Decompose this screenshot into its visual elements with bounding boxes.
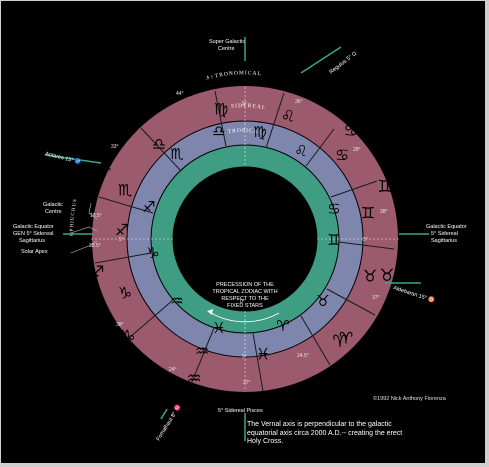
copyright-text: ©1992 Nick Anthony Fiorenza <box>373 396 446 402</box>
inner-zero-label: 0° <box>240 299 245 305</box>
fomalhaut-label: Fomalhaut 8° ♓ <box>155 403 183 442</box>
capricorn-icon: ♑ <box>118 284 132 303</box>
astronomical-label: ASTRONOMICAL <box>205 70 262 82</box>
leader-lines <box>70 202 98 254</box>
sagittarius-icon: ♐ <box>89 263 104 283</box>
sagittarius-icon: ♐ <box>115 221 129 240</box>
degree-label: 37° <box>372 295 380 301</box>
super-galactic-label: Super Galactic <box>209 39 245 45</box>
gemini-icon: ♊ <box>377 177 392 197</box>
aries-icon: ♈ <box>339 329 353 348</box>
libra-icon: ♎ <box>212 122 225 140</box>
galactic-centre-label: Centre <box>45 209 62 215</box>
degree-label: 24° <box>169 367 177 373</box>
outer-degree-labels: 44° 36° 28° 38° 37° 24.5° 37° 24° 38° 33… <box>89 91 388 386</box>
degree-label: 36° <box>295 99 303 105</box>
pisces-icon: ♓ <box>247 394 262 414</box>
leo-icon: ♌ <box>281 107 295 126</box>
virgo-icon: ♍ <box>253 123 266 141</box>
tropical-label: TROPICAL <box>227 128 263 136</box>
aries-icon: ♈ <box>276 317 289 335</box>
axis-dashes <box>91 87 399 391</box>
axis-mark: 5° <box>363 237 368 243</box>
libra-icon: ♎ <box>123 114 138 134</box>
svg-text:TROPICAL ZODIAC WITH: TROPICAL ZODIAC WITH <box>212 289 277 295</box>
gemini-icon: ♊ <box>361 204 375 223</box>
sagittarius-icon: ♐ <box>142 198 155 216</box>
aldebaran-label: Aldebaran 15° ♉ <box>392 284 435 304</box>
sign-dividers <box>94 90 395 392</box>
axis-mark: 5° <box>242 354 247 360</box>
sidereal-pisces-label: 5° Sidereal Pisces <box>218 408 263 414</box>
taurus-icon: ♉ <box>363 267 377 286</box>
scorpio-icon: ♏ <box>118 181 132 200</box>
scorpio-icon: ♏ <box>170 145 184 163</box>
degree-label: 18.5° <box>90 213 102 219</box>
degree-label: 24.5° <box>297 353 309 359</box>
galactic-equator-right-label: Sagittarius <box>431 238 457 244</box>
virgo-icon: ♍ <box>199 68 214 88</box>
taurus-icon: ♉ <box>379 266 394 286</box>
galactic-equator-left-label: Galactic Equator <box>13 224 54 230</box>
astronomical-glyphs: ♍ ♎ ♏ ♐ ♑ ♒ ♓ ♈ ♉ ♊ ♋ ♌ <box>89 68 394 414</box>
galactic-equator-right-label: Galactic Equator <box>426 224 467 230</box>
svg-text:RESPECT TO THE: RESPECT TO THE <box>221 296 269 302</box>
antares-label: Antares 15° ♐ <box>45 150 83 166</box>
super-galactic-label: Centre <box>218 46 235 52</box>
precession-text: PRECESSION OF THE TROPICAL ZODIAC WITH R… <box>212 282 277 309</box>
aquarius-icon: ♒ <box>195 342 209 361</box>
precession-arrow-icon <box>210 312 280 323</box>
sidereal-glyphs: ♍ ♎ ♏ ♐ ♑ ♒ ♓ ♈ ♉ ♊ ♋ ♌ <box>115 100 377 364</box>
axis-mark: 5° <box>119 237 124 243</box>
pisces-icon: ♓ <box>256 345 270 364</box>
taurus-icon: ♉ <box>316 292 329 310</box>
svg-text:PRECESSION OF THE: PRECESSION OF THE <box>216 282 274 288</box>
tropical-glyphs: ♎ ♏ ♐ ♑ ♒ ♓ ♈ ♉ ♊ ♋ ♌ ♍ <box>142 122 340 337</box>
cancer-icon: ♋ <box>335 146 349 165</box>
axis-mark: 5° <box>242 101 247 107</box>
galactic-equator-left-label: GEN 5° Sidereal <box>13 231 53 237</box>
pointer-lines <box>44 37 429 441</box>
scorpio-icon: ♏ <box>99 157 112 173</box>
virgo-icon: ♍ <box>214 100 228 119</box>
degree-label: 44° <box>176 91 184 97</box>
caption-text: The Vernal axis is perpendicular to the … <box>247 421 403 446</box>
aquarius-icon: ♒ <box>170 292 183 310</box>
capricorn-icon: ♑ <box>120 327 135 347</box>
arrow-head-icon <box>207 309 213 315</box>
gemini-icon: ♊ <box>327 231 340 249</box>
capricorn-icon: ♑ <box>146 244 159 262</box>
degree-label: 38° <box>116 322 124 328</box>
galactic-equator-right-label: 5° Sidereal <box>431 231 458 237</box>
galactic-equator-left-label: Sagittarius <box>19 238 45 244</box>
cancer-icon: ♋ <box>343 121 358 141</box>
leo-icon: ♌ <box>294 142 307 160</box>
libra-icon: ♎ <box>152 135 166 154</box>
cancer-icon: ♋ <box>327 200 340 218</box>
svg-text:FIXED STARS: FIXED STARS <box>227 303 263 309</box>
degree-label: 38° <box>380 209 388 215</box>
aries-icon: ♈ <box>332 332 347 352</box>
solar-apex-label: Solar Apex <box>21 249 48 255</box>
aquarius-icon: ♒ <box>186 369 201 389</box>
degree-label: 33° <box>111 144 119 150</box>
regulus-label: Regulus 5° Ω <box>329 51 358 76</box>
galactic-centre-label: Galactic <box>43 202 63 208</box>
degree-label: 28° <box>353 147 361 153</box>
ophiuchus-label: OPHIUCHUS <box>70 198 79 236</box>
leo-icon: ♌ <box>280 78 295 98</box>
degree-label: 33.5° <box>89 243 101 249</box>
zodiac-wheel: ASTRONOMICAL SIDEREAL TROPICAL OPHIUCHUS… <box>13 37 467 442</box>
axis-degree-marks: 5° 5° 5° 5° <box>119 101 368 360</box>
degree-label: 37° <box>243 380 251 386</box>
pisces-icon: ♓ <box>212 319 225 337</box>
sidereal-label: SIDEREAL <box>231 103 267 111</box>
